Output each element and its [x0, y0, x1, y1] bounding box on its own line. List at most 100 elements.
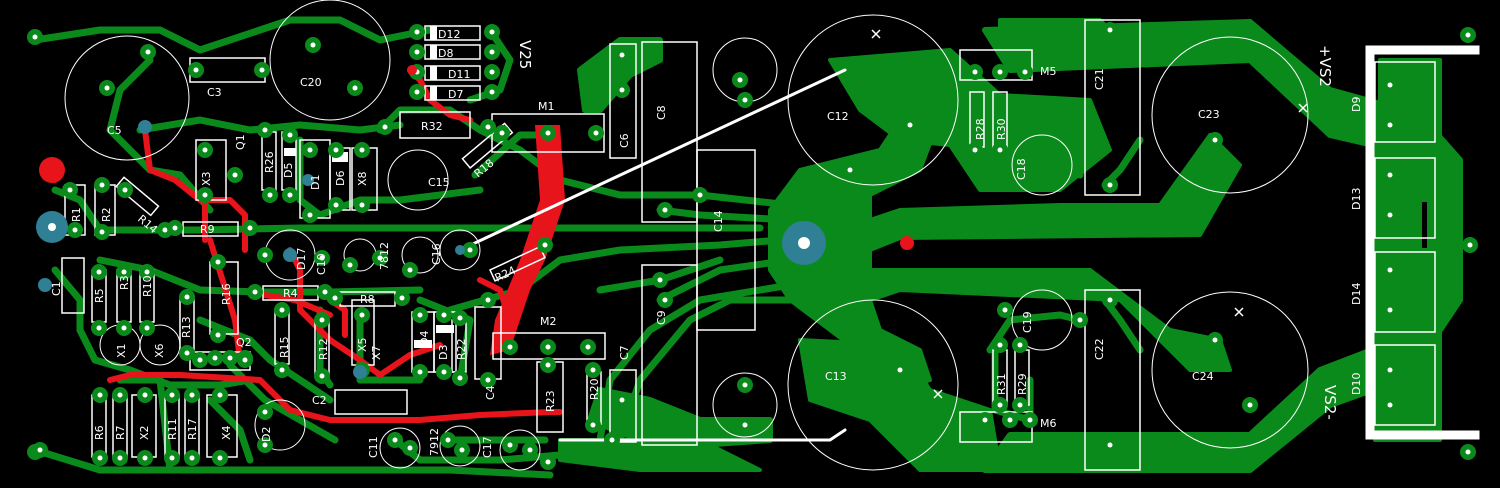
pad-hole [215, 259, 221, 265]
label-q2: Q2 [236, 336, 252, 349]
label-d13: D13 [1350, 188, 1363, 210]
pad-hole [319, 317, 325, 323]
pad-hole [457, 375, 463, 381]
pad-hole [169, 392, 175, 398]
pad-hole [590, 422, 596, 428]
pad-hole [172, 225, 178, 231]
label-c4: C4 [484, 385, 497, 400]
pad-hole [1107, 182, 1113, 188]
label-7912: 7912 [428, 428, 441, 456]
label-d5: D5 [282, 163, 295, 178]
label-r20: R20 [588, 378, 601, 400]
pad-hole [489, 69, 495, 75]
pad-hole [1212, 137, 1218, 143]
pad-hole [279, 367, 285, 373]
label-c7: C7 [618, 345, 631, 360]
pad-hole [217, 455, 223, 461]
pad-hole [332, 295, 338, 301]
jumper-wires [458, 68, 847, 442]
label-r12: R12 [317, 338, 330, 360]
pad-hole [407, 445, 413, 451]
pad-hole [307, 212, 313, 218]
pad-hole [145, 49, 151, 55]
label-c23: C23 [1198, 108, 1220, 121]
pad-hole [359, 202, 365, 208]
pad-hole [37, 447, 43, 453]
pad-hole [489, 49, 495, 55]
label-c11: C11 [367, 436, 380, 458]
pad-hole [142, 455, 148, 461]
pad-hole [279, 307, 285, 313]
pad-hole [215, 332, 221, 338]
pad-hole [247, 225, 253, 231]
pad-hole [377, 255, 383, 261]
pad-hole [310, 42, 316, 48]
label-d10: D10 [1350, 373, 1363, 395]
pad-hole [117, 455, 123, 461]
pad-hole [96, 269, 102, 275]
label-r28: R28 [974, 118, 987, 140]
pad-hole [545, 459, 551, 465]
label-c16: C16 [430, 243, 443, 265]
pad-hole [262, 442, 268, 448]
pad-hole [162, 227, 168, 233]
label-d2: D2 [260, 427, 273, 442]
pad-hole [262, 409, 268, 415]
label-d12: D12 [438, 28, 460, 41]
pad-hole [1387, 82, 1393, 88]
label-vs2-plus: +VS2 [1316, 45, 1334, 87]
pad-hole [217, 392, 223, 398]
pad-hole [997, 342, 1003, 348]
pad-hole [1387, 307, 1393, 313]
pad-hole [227, 355, 233, 361]
pad-hole [202, 192, 208, 198]
label-r6: R6 [93, 425, 106, 440]
label-c1: C1 [50, 281, 63, 296]
pad-hole [1022, 69, 1028, 75]
label-c20: C20 [300, 76, 322, 89]
pad-hole [485, 377, 491, 383]
pad-hole [322, 289, 328, 295]
pad-hole [99, 229, 105, 235]
label-q1: Q1 [234, 134, 247, 150]
label-d4: D4 [418, 331, 431, 346]
label-c12: C12 [827, 110, 849, 123]
pad-hole [287, 132, 293, 138]
label-x8: X8 [356, 171, 369, 186]
heatsink-bracket [1365, 45, 1480, 440]
pad-hole [1017, 402, 1023, 408]
label-r3: R3 [118, 275, 131, 290]
pad-hole [907, 122, 913, 128]
label-r15: R15 [278, 336, 291, 358]
label-m1: M1 [538, 100, 555, 113]
pad-hole [184, 294, 190, 300]
label-r26: R26 [263, 151, 276, 173]
pad-hole [445, 437, 451, 443]
pad-hole [457, 315, 463, 321]
pad-hole [489, 89, 495, 95]
pad-hole [1387, 402, 1393, 408]
pad-hole [1387, 367, 1393, 373]
label-v25-top: V25 [516, 40, 534, 69]
pad-hole [242, 357, 248, 363]
pad-hole [287, 192, 293, 198]
label-c18: C18 [1015, 158, 1028, 180]
pad-hole [417, 312, 423, 318]
pad-hole [499, 130, 505, 136]
pad-hole [32, 34, 38, 40]
label-c21: C21 [1093, 68, 1106, 90]
pad-hole [382, 124, 388, 130]
pad-hole [259, 67, 265, 73]
pad-hole [737, 77, 743, 83]
red-pads [39, 65, 914, 250]
pad-hole [507, 344, 513, 350]
pad-hole [184, 350, 190, 356]
label-c24: C24 [1192, 370, 1214, 383]
pad-hole [99, 182, 105, 188]
pad-hole [104, 85, 110, 91]
pad-hole [267, 192, 273, 198]
label-x7: X7 [370, 345, 383, 360]
label-x3: X3 [200, 171, 213, 186]
pad-hole [169, 455, 175, 461]
label-r30: R30 [995, 118, 1008, 140]
